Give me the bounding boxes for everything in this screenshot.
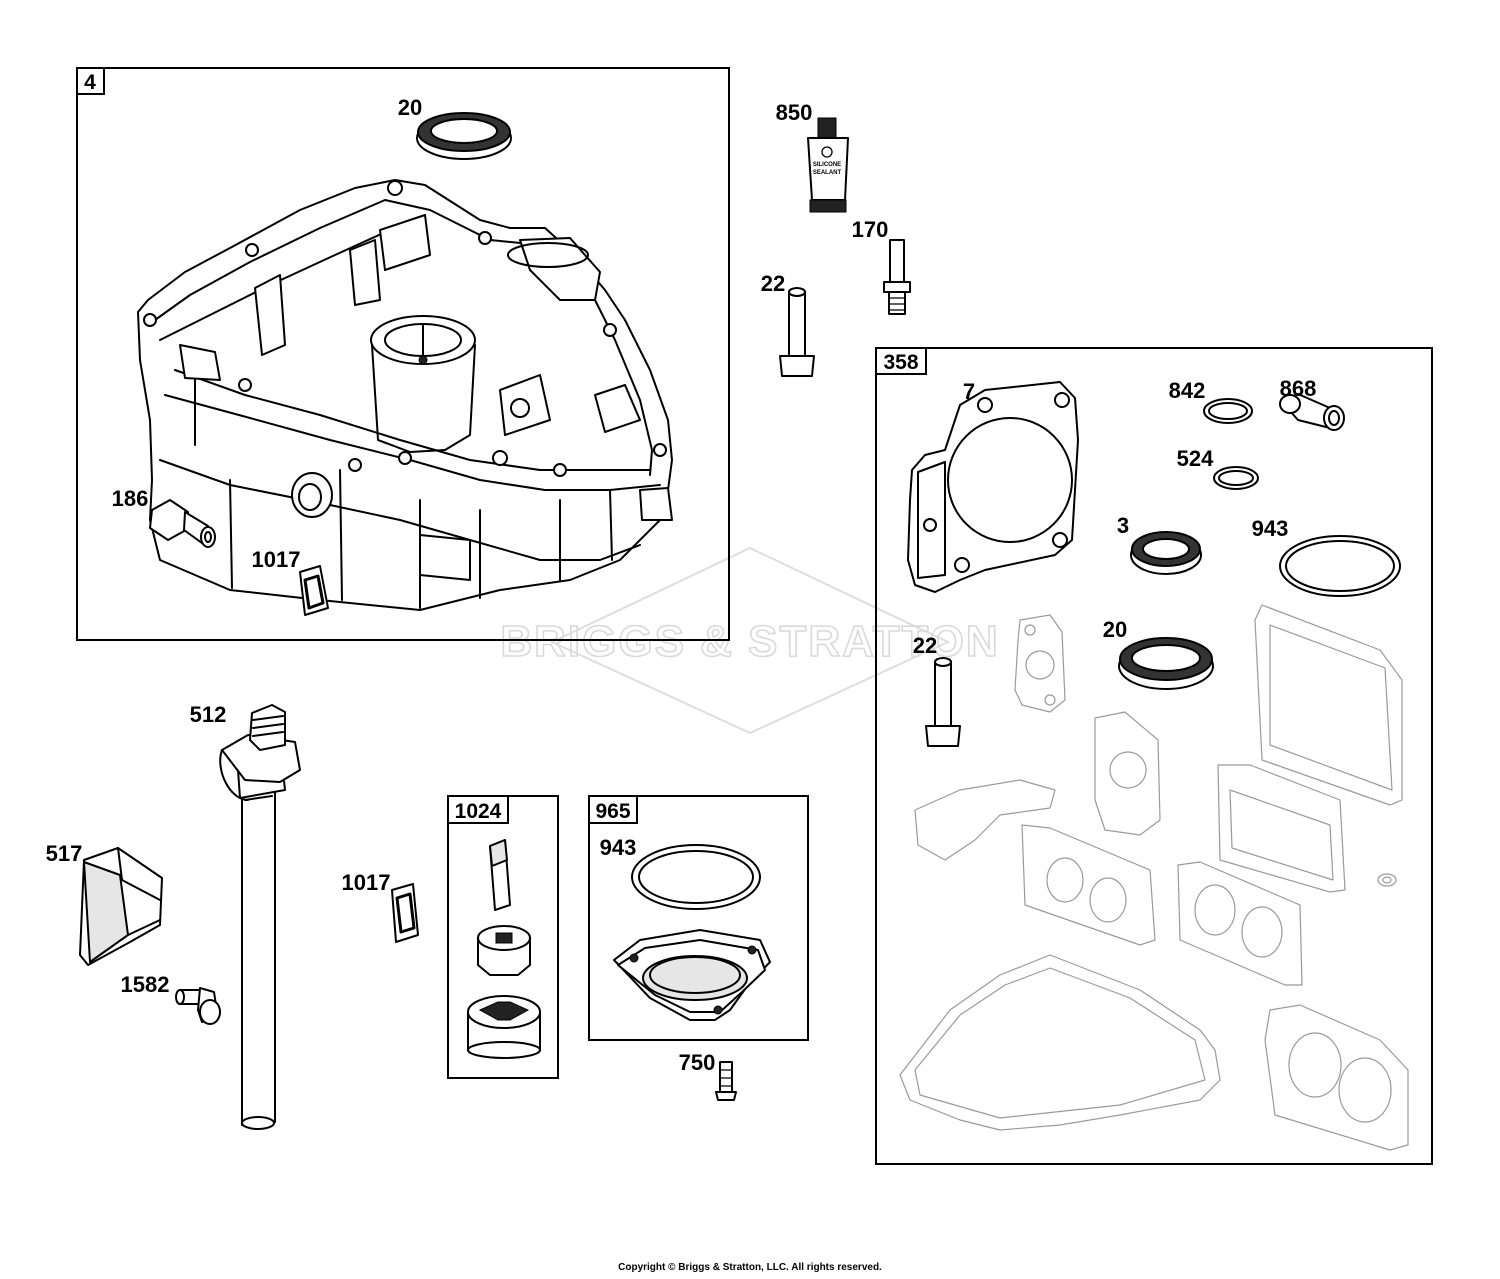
- box-4: 4: [76, 67, 730, 641]
- callout-1017-lower: 1017: [342, 870, 391, 895]
- callout-850: 850: [776, 100, 813, 125]
- callout-842: 842: [1169, 378, 1206, 403]
- oil-seal-20-top[interactable]: [416, 112, 512, 160]
- box-label-358: 358: [883, 351, 918, 374]
- pump-outer-rotor[interactable]: [467, 995, 541, 1059]
- callout-20-top: 20: [398, 95, 422, 120]
- filter-screen-1017-top[interactable]: [299, 565, 329, 616]
- bolt-22-top[interactable]: [779, 287, 815, 377]
- o-ring-842[interactable]: [1203, 398, 1253, 424]
- o-ring-943-large[interactable]: [1279, 535, 1401, 597]
- o-ring-943-small[interactable]: [631, 844, 761, 910]
- pump-shaft[interactable]: [489, 839, 511, 911]
- o-ring-524[interactable]: [1213, 466, 1259, 490]
- fitting-186[interactable]: [149, 499, 216, 548]
- box-label-4: 4: [84, 71, 96, 94]
- sleeve-868[interactable]: [1279, 393, 1345, 431]
- oil-seal-3[interactable]: [1130, 531, 1202, 575]
- stud-170[interactable]: [883, 239, 911, 315]
- sump-housing[interactable]: [137, 179, 673, 611]
- box-965: 965: [588, 795, 809, 1041]
- head-gasket-7[interactable]: [907, 381, 1079, 593]
- watermark: BRIGGS & STRATTON: [500, 546, 999, 735]
- oil-seal-20-box[interactable]: [1118, 637, 1214, 690]
- clip-517[interactable]: [79, 847, 163, 966]
- callouts: 20 850 170 22 186 1017 7 842 868 524 3 9…: [46, 95, 1317, 1075]
- callout-3: 3: [1117, 513, 1129, 538]
- ghost-gaskets: [899, 604, 1409, 1151]
- callout-512: 512: [190, 702, 227, 727]
- bolt-22-box[interactable]: [925, 657, 961, 747]
- box-358: 358: [875, 347, 1433, 1165]
- screw-750[interactable]: [715, 1061, 737, 1101]
- callout-750: 750: [679, 1050, 716, 1075]
- pump-cover[interactable]: [613, 929, 771, 1021]
- filter-screen-1017-lower[interactable]: [391, 883, 419, 943]
- pump-inner-rotor[interactable]: [477, 925, 531, 976]
- bolt-1582[interactable]: [175, 987, 221, 1025]
- box-label-1024: 1024: [455, 800, 502, 823]
- callout-1017-top: 1017: [252, 547, 301, 572]
- callout-943-small: 943: [600, 835, 637, 860]
- callout-943-large: 943: [1252, 516, 1289, 541]
- tube-label-line2: SEALANT: [813, 170, 842, 176]
- callout-1582: 1582: [121, 972, 170, 997]
- callout-7: 7: [963, 379, 975, 404]
- callout-524: 524: [1177, 446, 1214, 471]
- callout-20-box: 20: [1103, 617, 1127, 642]
- callout-517: 517: [46, 841, 83, 866]
- sealant-tube-850[interactable]: SILICONE SEALANT: [807, 117, 849, 213]
- tube-label-line1: SILICONE: [813, 162, 841, 168]
- box-label-965: 965: [595, 800, 630, 823]
- callout-868: 868: [1280, 376, 1317, 401]
- box-1024: 1024: [447, 795, 559, 1079]
- callout-186: 186: [112, 486, 149, 511]
- callout-170: 170: [852, 217, 889, 242]
- copyright-notice: Copyright © Briggs & Stratton, LLC. All …: [618, 1262, 882, 1273]
- callout-22-top: 22: [761, 271, 785, 296]
- dipstick-tube-512[interactable]: [219, 704, 301, 1130]
- callout-22-box: 22: [913, 633, 937, 658]
- watermark-text: BRIGGS & STRATTON: [500, 617, 999, 666]
